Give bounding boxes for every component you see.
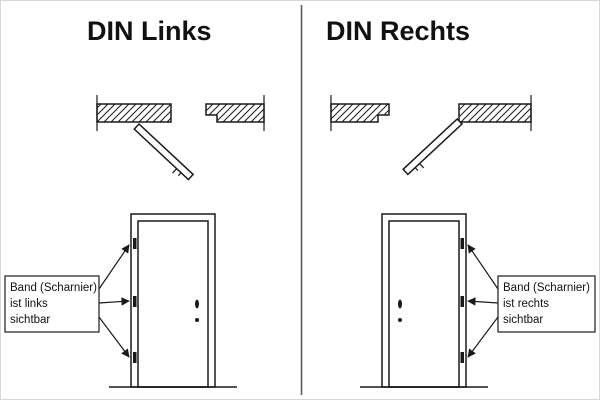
hinge-label-line2: ist links — [10, 298, 48, 310]
hinge-label-line1: Band (Scharnier) — [503, 282, 590, 294]
right-panel-title: DIN Rechts — [326, 16, 470, 46]
hinge-label-line3: sichtbar — [10, 314, 50, 326]
door-handle-tick — [419, 163, 425, 169]
door-knob-dot — [398, 318, 402, 322]
hinge-mark-middle — [460, 296, 464, 307]
door-handle — [398, 299, 402, 309]
open-door-leaf-plan — [402, 117, 464, 176]
hinge-label-box — [4, 275, 100, 333]
door-handle — [195, 299, 199, 309]
front-view-right — [360, 213, 488, 388]
arrow-to-bottom-hinge — [467, 316, 499, 358]
hinge-label-line1: Band (Scharnier) — [10, 282, 97, 294]
wall-section-latch-side — [330, 103, 390, 123]
hinge-mark-top — [133, 238, 137, 249]
top-view-right — [330, 95, 532, 176]
arrow-to-middle-hinge — [467, 297, 499, 306]
hinge-mark-bottom — [460, 352, 464, 363]
open-door-leaf-plan — [133, 122, 195, 181]
arrow-to-bottom-hinge — [98, 316, 130, 358]
hinge-label-line3: sichtbar — [503, 314, 543, 326]
arrow-to-top-hinge — [467, 244, 499, 290]
front-view-left — [109, 213, 237, 388]
door-knob-dot — [195, 318, 199, 322]
wall-section-hinge-side — [458, 103, 532, 123]
door-leaf — [133, 122, 195, 181]
wall-section-latch-side — [205, 103, 265, 123]
door-handle-tick — [177, 172, 182, 177]
door-frame — [381, 213, 467, 388]
hinge-label-left: Band (Scharnier) ist links sichtbar — [4, 244, 130, 358]
hinge-label-box — [497, 275, 596, 333]
door-leaf-front — [388, 220, 460, 388]
arrow-to-top-hinge — [98, 244, 130, 290]
door-leaf — [402, 117, 464, 176]
top-view-left — [96, 95, 265, 181]
hinge-mark-top — [460, 238, 464, 249]
door-handle-tick — [414, 167, 419, 171]
hinge-label-right: Band (Scharnier) ist rechts sichtbar — [467, 244, 596, 358]
hinge-label-line2: ist rechts — [503, 298, 549, 310]
door-handle-tick — [172, 168, 178, 174]
hinge-mark-bottom — [133, 352, 137, 363]
door-frame — [130, 213, 216, 388]
wall-section-hinge-side — [96, 103, 172, 123]
door-leaf-front — [137, 220, 209, 388]
hinge-mark-middle — [133, 296, 137, 307]
left-panel-title: DIN Links — [87, 16, 212, 46]
arrow-to-middle-hinge — [98, 297, 130, 306]
